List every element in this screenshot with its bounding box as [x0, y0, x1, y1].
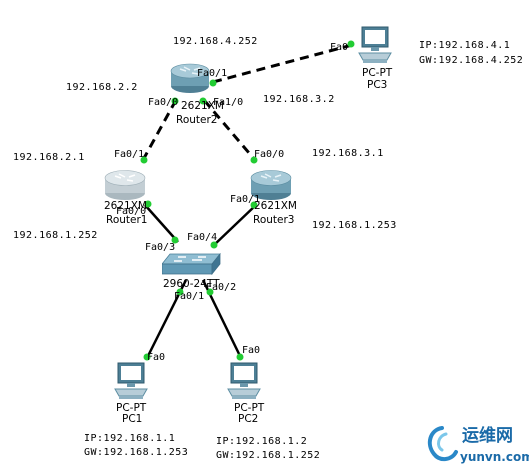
ip-label-r1-fa00: 192.168.1.252 [13, 230, 98, 241]
ip-label-r2-fa01: 192.168.4.252 [173, 36, 258, 47]
port-led-sw-fa04 [210, 241, 218, 249]
pc-icon [358, 26, 392, 63]
pc1[interactable] [113, 362, 149, 404]
pc-icon [114, 362, 148, 399]
switch-icon [161, 252, 221, 276]
link-router2-router3[interactable] [202, 99, 257, 161]
port-label-pc1-fa0: Fa0 [147, 352, 166, 363]
watermark-url: yunvn.com [460, 450, 529, 464]
port-led-r2-fa10 [199, 97, 207, 105]
ip-label-r2-fa00: 192.168.2.2 [66, 82, 138, 93]
router3-name: Router3 [253, 214, 295, 226]
port-led-sw-fa01 [176, 288, 184, 296]
port-led-sw-fa02 [206, 288, 214, 296]
pc3-type: PC-PT [362, 67, 393, 79]
watermark-logo [424, 424, 460, 468]
router2[interactable] [170, 62, 210, 98]
port-label-pc3-fa0: Fa0 [330, 42, 349, 53]
swirl-icon [427, 426, 458, 461]
port-label-r1-fa00: Fa0/0 [116, 206, 147, 217]
port-led-pc2-fa0 [236, 353, 244, 361]
port-led-r1-fa00 [144, 200, 152, 208]
port-led-pc3-fa0 [347, 40, 355, 48]
link-router3-switch[interactable] [212, 204, 257, 247]
router-icon [250, 170, 292, 200]
pc3[interactable] [357, 26, 393, 68]
port-led-r3-fa01 [250, 201, 258, 209]
port-label-sw-fa02: Fa0/2 [206, 282, 237, 293]
watermark-text: 运维网 [462, 426, 513, 446]
pc2-gateway: GW:192.168.1.252 [216, 450, 321, 461]
port-led-sw-fa03 [171, 236, 179, 244]
link-router2-router1[interactable] [141, 99, 178, 161]
port-status-indicators [140, 40, 355, 361]
ip-label-r3-fa01: 192.168.1.253 [312, 220, 397, 231]
pc1-name: PC1 [122, 413, 143, 425]
port-label-sw-fa03: Fa0/3 [145, 242, 176, 253]
port-led-r3-fa00 [250, 156, 258, 164]
router3-model: 2621XM [254, 200, 297, 212]
pc2-ip: IP:192.168.1.2 [216, 436, 308, 447]
pc-icon [227, 362, 261, 399]
pc1-gateway: GW:192.168.1.253 [84, 447, 189, 458]
router1-name: Router1 [106, 214, 148, 226]
router2-name: Router2 [176, 114, 218, 126]
pc2[interactable] [226, 362, 262, 404]
router-icon [170, 63, 210, 93]
pc1-ip: IP:192.168.1.1 [84, 433, 176, 444]
port-label-r3-fa00: Fa0/0 [254, 149, 285, 160]
port-label-pc2-fa0: Fa0 [242, 345, 261, 356]
router3[interactable] [250, 168, 292, 206]
port-led-r2-fa00 [171, 97, 179, 105]
ip-label-r3-fa00: 192.168.3.1 [312, 148, 384, 159]
port-label-r2-fa10: Fa1/0 [213, 97, 244, 108]
pc3-ip: IP:192.168.4.1 [419, 40, 511, 51]
pc3-name: PC3 [367, 79, 388, 91]
port-label-r1-fa01: Fa0/1 [114, 149, 145, 160]
ip-label-r1-fa01: 192.168.2.1 [13, 152, 85, 163]
port-label-r3-fa01: Fa0/1 [230, 194, 261, 205]
port-label-r2-fa01: Fa0/1 [197, 68, 228, 79]
port-led-r2-fa01 [209, 79, 217, 87]
router2-model: 2621XM [181, 100, 224, 112]
router-icon [104, 170, 146, 200]
port-label-sw-fa04: Fa0/4 [187, 232, 218, 243]
port-led-r1-fa01 [140, 156, 148, 164]
pc2-type: PC-PT [234, 402, 265, 414]
switch-model: 2960-24TT [163, 278, 220, 290]
port-label-sw-fa01: Fa0/1 [174, 291, 205, 302]
switch-2960[interactable] [161, 252, 222, 282]
router1[interactable] [104, 168, 146, 206]
port-label-r2-fa00: Fa0/0 [148, 97, 179, 108]
link-router1-switch[interactable] [144, 204, 179, 243]
pc3-gateway: GW:192.168.4.252 [419, 55, 524, 66]
pc2-name: PC2 [238, 413, 259, 425]
ip-label-r2-fa10: 192.168.3.2 [263, 94, 335, 105]
link-router2-pc3[interactable] [212, 43, 353, 84]
router1-model: 2621XM [104, 200, 147, 212]
port-led-pc1-fa0 [143, 353, 151, 361]
pc1-type: PC-PT [116, 402, 147, 414]
